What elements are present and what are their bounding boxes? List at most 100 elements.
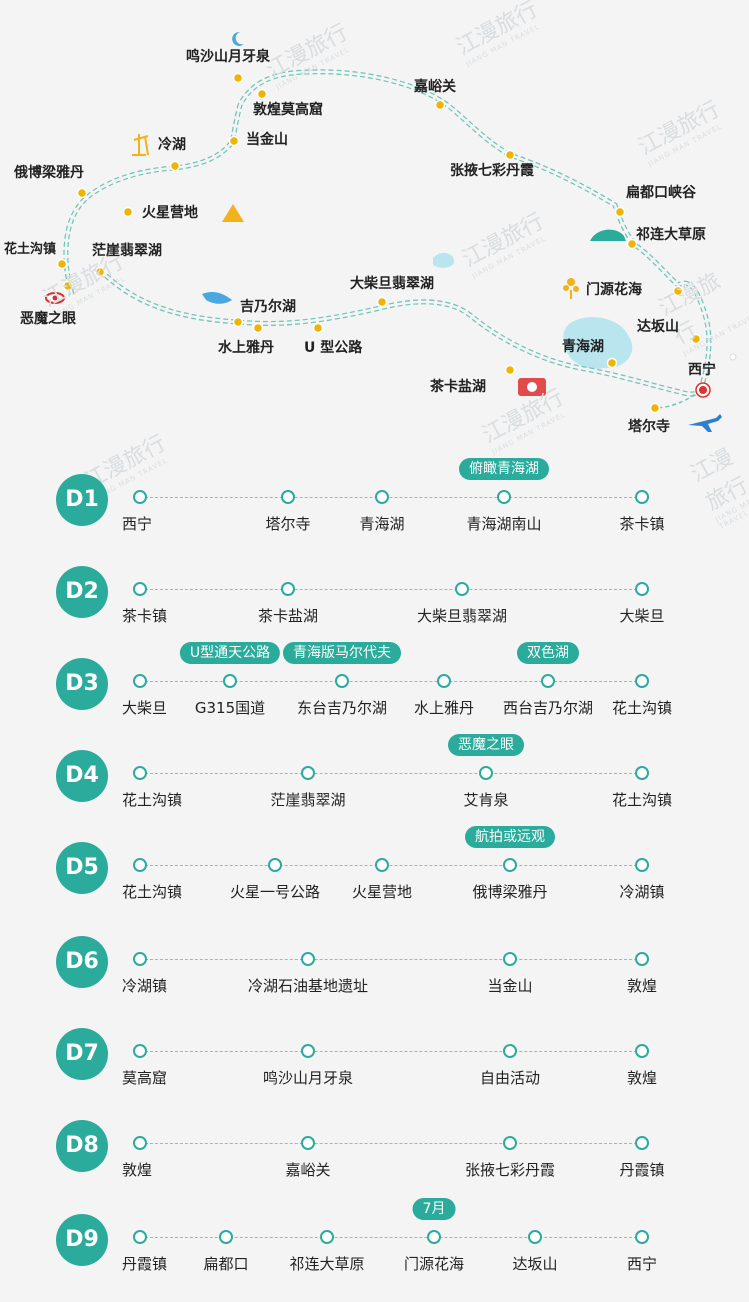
stop-label: 门源花海 [403,1255,465,1273]
stop-node [133,582,147,596]
stop-label: 花土沟镇 [611,699,673,717]
stop-node [541,674,555,688]
map-point [76,187,88,199]
route-dashed-line [140,1143,642,1144]
map-points [56,72,702,414]
stop-node [133,858,147,872]
qinghai-lake-shape [563,317,633,369]
stop-node [427,1230,441,1244]
stop-node [635,490,649,504]
map-label-huatugou: 花土沟镇 [4,242,57,257]
stop-node [635,952,649,966]
route-dashed-line [140,1237,642,1238]
map-label-emo: 恶魔之眼 [20,311,76,327]
route-dashed-line [140,1051,642,1052]
stop-label: 火星一号公路 [229,883,321,901]
moon-icon [232,31,244,46]
stop-node [635,582,649,596]
map-label-xining: 西宁 [688,362,716,378]
map-point [504,149,516,161]
stop-node [635,1136,649,1150]
stop-label: 丹霞镇 [122,1255,168,1273]
stop-node [503,1136,517,1150]
map-point [56,258,68,270]
stop-node [635,858,649,872]
stop-label: 茫崖翡翠湖 [270,791,346,809]
stop-node [635,1230,649,1244]
stop-label: 塔尔寺 [265,515,311,533]
stop-node [268,858,282,872]
stop-node [320,1230,334,1244]
stop-label: 丹霞镇 [619,1161,665,1179]
map-label-shuishang: 水上雅丹 [218,340,274,356]
fish-icon [202,292,232,304]
stop-note-tag: 恶魔之眼 [448,734,524,756]
map-point [614,206,626,218]
map-label-ebo: 俄博梁雅丹 [14,165,84,181]
stop-node [301,952,315,966]
map-point [169,160,181,172]
map-point [376,296,388,308]
stop-node [503,858,517,872]
stop-label: 东台吉乃尔湖 [296,699,388,717]
day-badge: D8 [56,1120,108,1172]
stop-node [281,582,295,596]
map-point [232,316,244,328]
route-map-svg [45,31,737,432]
stop-label: 鸣沙山月牙泉 [262,1069,354,1087]
stop-note-tag: 青海版马尔代夫 [283,642,401,664]
map-label-huoxing: 火星营地 [142,205,198,221]
map-point [434,99,446,111]
stop-label: 花土沟镇 [611,791,673,809]
stop-node [335,674,349,688]
stop-label: 大柴旦 [122,699,168,717]
stop-label: 西宁 [626,1255,658,1273]
stop-node [133,952,147,966]
map-point [649,402,661,414]
stop-label: 大柴旦 [619,607,665,625]
stop-note-tag: 航拍或远观 [465,826,555,848]
stop-label: 达坂山 [512,1255,558,1273]
map-label-dangjin: 当金山 [246,132,288,148]
route-dashed-line [140,589,642,590]
flower-icon [563,278,579,299]
stop-node [437,674,451,688]
stop-label: 火星营地 [351,883,413,901]
map-label-zhangye: 张掖七彩丹霞 [450,163,534,179]
map-point [94,266,106,278]
map-label-mangya: 茫崖翡翠湖 [92,243,162,259]
stop-node [635,766,649,780]
day-badge: D1 [56,474,108,526]
map-point [690,333,702,345]
stop-label: 艾肯泉 [463,791,509,809]
stop-label: 茶卡镇 [122,607,168,625]
map-label-ugong: U 型公路 [304,340,363,356]
map-point [312,322,324,334]
stop-label: 冷湖石油基地遗址 [247,977,369,995]
stop-node [133,490,147,504]
stop-node [635,674,649,688]
stop-label: G315国道 [194,699,266,717]
map-point [62,280,74,292]
day-badge: D7 [56,1028,108,1080]
stop-label: 青海湖 [359,515,405,533]
stop-node [133,1044,147,1058]
stop-label: 扁都口 [203,1255,249,1273]
map-point [606,357,618,369]
stop-node [281,490,295,504]
map-label-lenghu: 冷湖 [158,137,186,153]
small-lake-shape [433,252,455,268]
stop-label: 水上雅丹 [413,699,475,717]
stop-note-tag: 7月 [412,1198,456,1220]
stop-label: 嘉峪关 [285,1161,331,1179]
day-badge: D3 [56,658,108,710]
stop-label: 茶卡镇 [619,515,665,533]
oil-rig-icon [132,134,149,156]
stop-node [503,952,517,966]
